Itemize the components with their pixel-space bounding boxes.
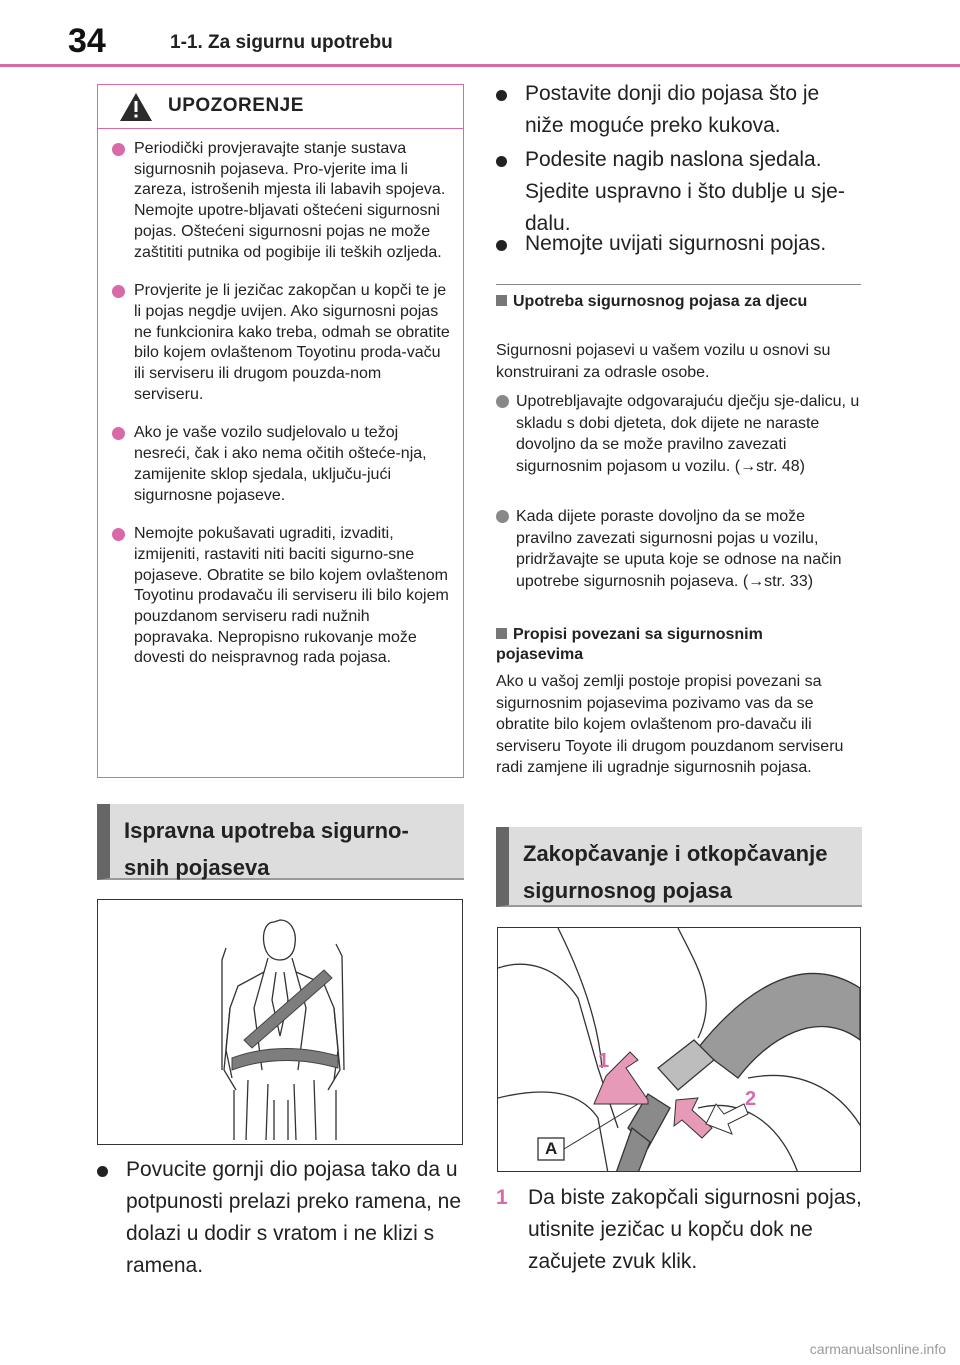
warning-item: Ako je vaše vozilo sudjelovalo u težoj n… [112,423,451,506]
warning-body: Periodički provjeravajte stanje sustava … [98,129,463,669]
warning-item-text: Nemojte pokušavati ugraditi, izvaditi, i… [134,525,449,667]
bullet-item: Povucite gornji dio pojasa tako da u pot… [97,1154,467,1282]
bullet-icon [496,90,507,101]
list-item-text: Upotrebljavajte odgovarajuću dječju sje-… [516,393,860,475]
section-divider [496,284,861,285]
left-heading-text: Ispravna upotreba sigurno-snih pojaseva [124,818,409,880]
square-bullet-icon [496,628,507,639]
seated-person-illustration [221,919,345,1141]
bullet-text: Nemojte uvijati sigurnosni pojas. [525,232,827,255]
subsection-heading: Upotreba sigurnosnog pojasa za djecu [496,292,826,312]
bullet-icon [112,427,125,441]
figure-label-1: 1 [598,1050,610,1072]
bullet-text: Podesite nagib naslona sjedala. Sjedite … [525,148,845,235]
section-title: 1-1. Za sigurnu upotrebu [170,32,393,53]
bullet-text: Povucite gornji dio pojasa tako da u pot… [126,1158,462,1277]
seated-person-figure [97,899,463,1145]
figure-label-a: A [545,1139,558,1158]
paragraph: Ako u vašoj zemlji postoje propisi povez… [496,673,844,776]
bullet-icon [112,143,125,156]
bullet-icon [496,395,509,408]
page-header: 34 1-1. Za sigurnu upotrebu [0,0,960,68]
list-item: Kada dijete poraste dovoljno da se može … [496,506,862,592]
warning-triangle-icon [120,93,152,121]
paragraph: Sigurnosni pojasevi u vašem vozilu u osn… [496,342,831,381]
warning-item-text: Ako je vaše vozilo sudjelovalo u težoj n… [134,424,427,504]
square-bullet-icon [496,295,507,306]
bullet-icon [112,528,125,542]
subsection-heading: Propisi povezani sa sigurnosnim pojasevi… [496,625,826,665]
warning-item: Provjerite je li jezičac zakopčan u kopč… [112,281,451,405]
page-number: 34 [68,22,106,60]
warning-item: Nemojte pokušavati ugraditi, izvaditi, i… [112,524,451,669]
bullet-item: Postavite donji dio pojasa što je niže m… [496,78,861,142]
warning-header: UPOZORENJE [98,85,463,129]
warning-item: Periodički provjeravajte stanje sustava … [112,139,451,263]
bullet-icon [112,285,125,299]
right-heading-text: Zakopčavanje i otkopčavanje sigurnosnog … [523,841,828,903]
step-item: 1 Da biste zakopčali sigurnosni pojas, u… [496,1182,866,1278]
bullet-icon [496,510,509,523]
bullet-icon [496,156,507,167]
list-item-text: Kada dijete poraste dovoljno da se može … [516,508,842,590]
warning-item-text: Periodički provjeravajte stanje sustava … [134,140,446,261]
bullet-text: Postavite donji dio pojasa što je niže m… [525,82,820,137]
right-section-heading: Zakopčavanje i otkopčavanje sigurnosnog … [496,827,862,907]
list-item: Upotrebljavajte odgovarajuću dječju sje-… [496,391,862,477]
bullet-icon [97,1166,108,1177]
warning-item-text: Provjerite je li jezičac zakopčan u kopč… [134,282,450,403]
left-section-heading: Ispravna upotreba sigurno-snih pojaseva [97,804,464,880]
warning-title: UPOZORENJE [168,95,304,116]
warning-box: UPOZORENJE Periodički provjeravajte stan… [97,84,464,778]
subsection-heading-text: Propisi povezani sa sigurnosnim pojasevi… [496,626,763,663]
watermark: carmanualsonline.info [809,1341,946,1357]
subsection-heading-text: Upotreba sigurnosnog pojasa za djecu [513,293,808,310]
bullet-item: Podesite nagib naslona sjedala. Sjedite … [496,144,861,240]
header-divider [0,64,960,67]
buckle-illustration [498,928,860,1171]
bullet-icon [496,240,507,251]
figure-label-2: 2 [745,1088,757,1110]
step-number: 1 [496,1186,508,1209]
bullet-item: Nemojte uvijati sigurnosni pojas. [496,228,861,260]
step-text: Da biste zakopčali sigurnosni pojas, uti… [528,1186,862,1273]
buckle-figure: 1 2 A [497,927,861,1172]
